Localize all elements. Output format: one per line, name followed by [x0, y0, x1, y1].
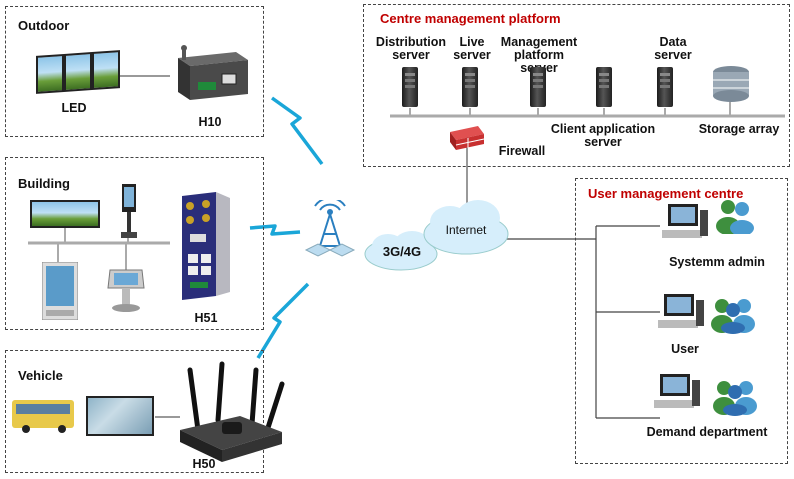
cell-tower-icon — [304, 200, 356, 257]
wall-display-icon — [30, 200, 100, 228]
server-label-data: Data server — [654, 35, 692, 62]
user-computer-icon — [658, 294, 704, 328]
user-management-title: User management centre — [588, 186, 744, 201]
demand-computer-icon — [654, 374, 700, 408]
user-management-panel — [575, 178, 788, 464]
router-h51-label: H51 — [194, 311, 218, 325]
user-label-demand: Demand department — [646, 425, 768, 439]
user-people-icon — [711, 299, 755, 334]
user-label-user: User — [671, 342, 699, 356]
internet-label: Internet — [445, 223, 487, 237]
storage-array-label: Storage array — [698, 122, 780, 136]
router-h10-icon — [178, 45, 248, 100]
touch-kiosk-icon — [107, 269, 145, 312]
live-server-icon — [462, 67, 478, 107]
outdoor-title: Outdoor — [18, 18, 70, 33]
admin-people-icon — [716, 200, 754, 234]
client-server-icon — [596, 67, 612, 107]
cellular-label: 3G/4G — [382, 244, 422, 259]
router-h10-label: H10 — [198, 115, 222, 129]
vehicle-display-icon — [86, 396, 154, 436]
data-server-icon — [657, 67, 673, 107]
firewall-icon — [450, 126, 485, 150]
storage-array-icon — [713, 66, 749, 102]
client-application-label: Client application server — [550, 122, 656, 149]
router-h51-icon — [182, 192, 230, 300]
router-h50-icon — [180, 361, 285, 462]
management-server-icon — [530, 67, 546, 107]
digital-signage-icon — [42, 262, 78, 320]
server-label-distribution: Distribution server — [375, 35, 447, 62]
vehicle-title: Vehicle — [18, 368, 63, 383]
user-label-admin: Systemm admin — [669, 255, 765, 269]
vehicle-panel — [5, 350, 264, 473]
internet-cloud-icon — [423, 200, 509, 255]
building-panel — [5, 157, 264, 330]
cellular-cloud-icon — [364, 231, 438, 271]
router-h50-label: H50 — [192, 457, 216, 471]
bus-icon — [12, 400, 74, 433]
building-title: Building — [18, 176, 70, 191]
server-label-live: Live server — [453, 35, 491, 62]
distribution-server-icon — [402, 67, 418, 107]
outdoor-panel — [5, 6, 264, 137]
led-label: LED — [61, 101, 87, 115]
centre-management-title: Centre management platform — [380, 11, 561, 26]
demand-people-icon — [713, 381, 757, 416]
firewall-label: Firewall — [498, 144, 546, 158]
led-display-icon — [36, 50, 120, 94]
centre-management-panel — [363, 4, 790, 167]
kiosk-stand-icon — [121, 184, 137, 238]
admin-computer-icon — [662, 204, 708, 238]
